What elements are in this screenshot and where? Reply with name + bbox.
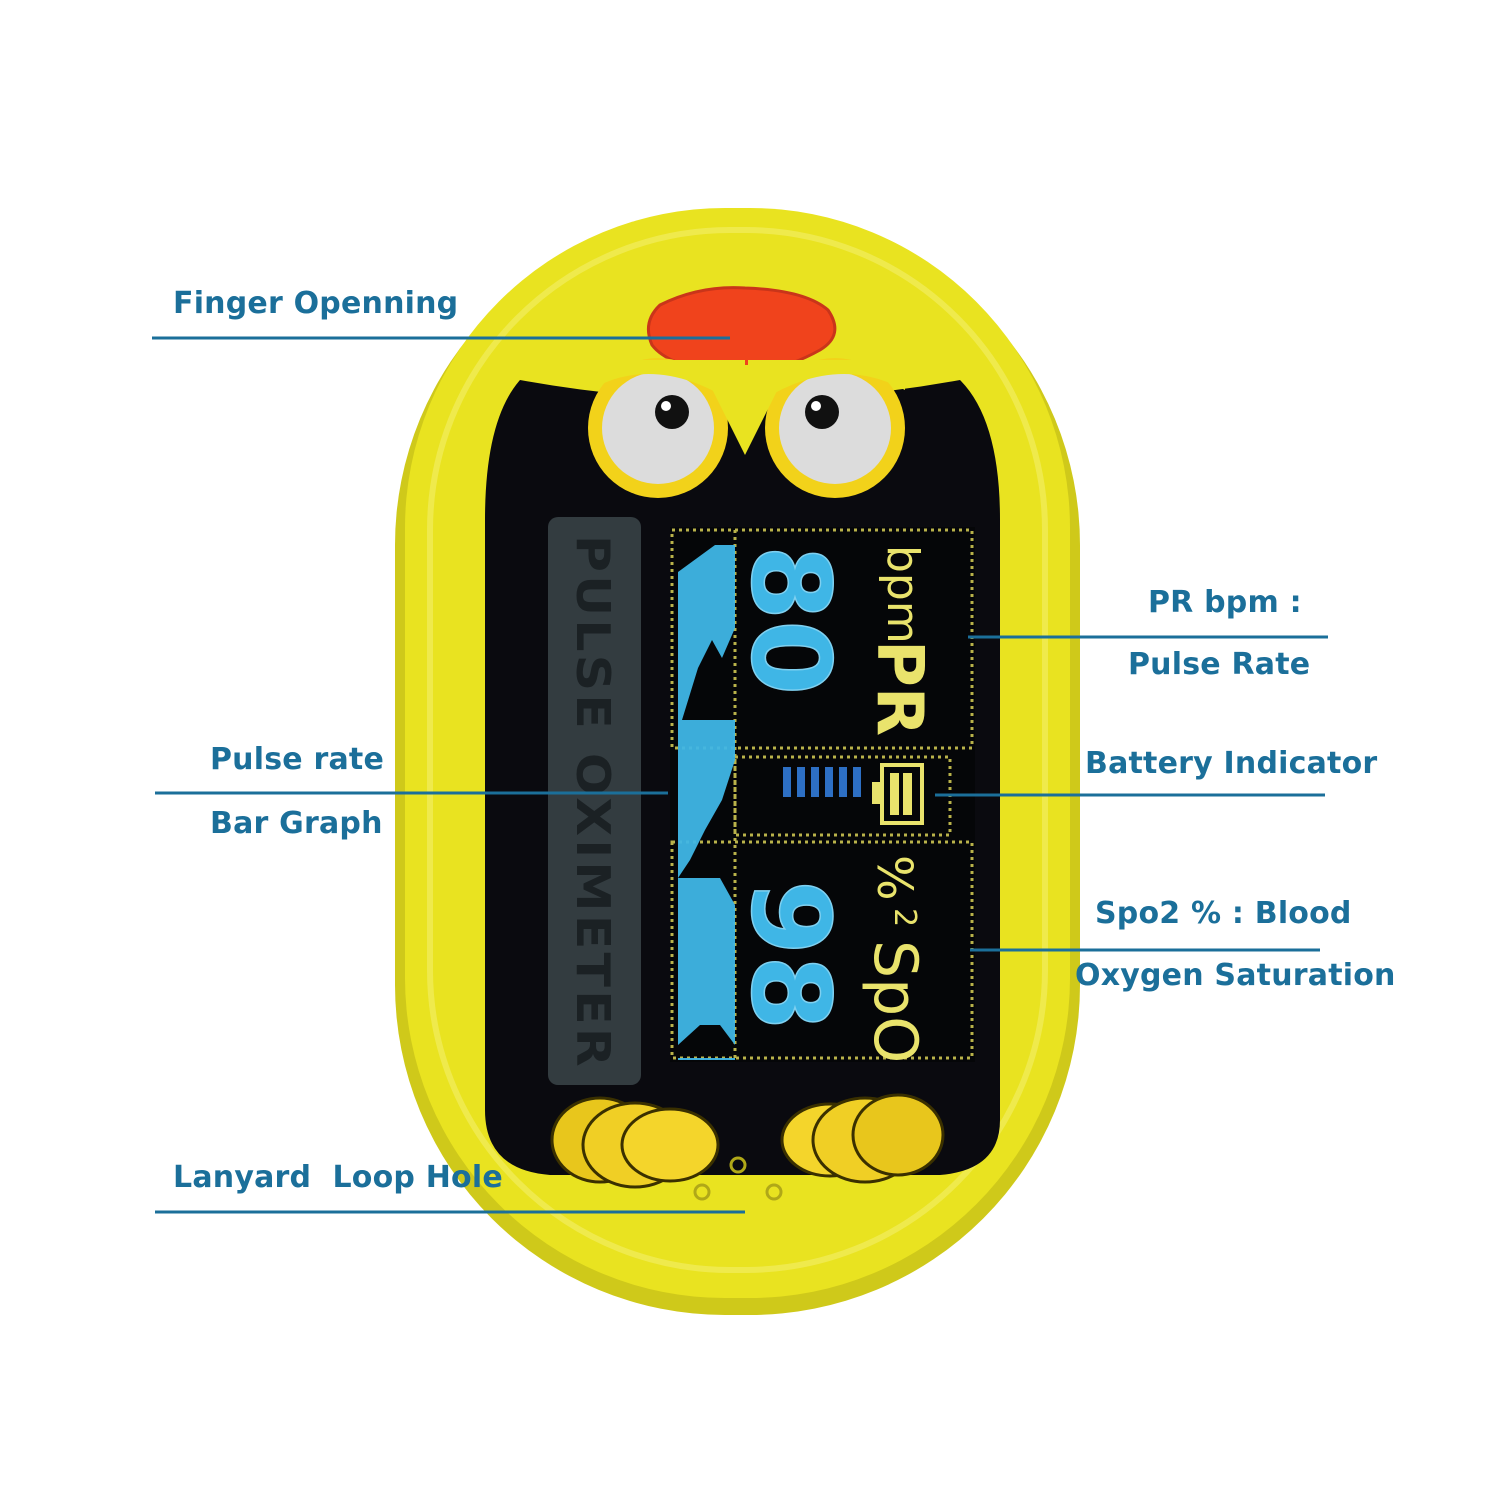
label-spo2-line2: Oxygen Saturation (1075, 958, 1396, 993)
label-pulse-bar-line2: Bar Graph (210, 806, 383, 841)
lanyard-loop-holes (693, 1156, 783, 1201)
lcd-pr-box (670, 528, 974, 750)
spo2-value: 98 (727, 880, 852, 1030)
side-label-text: PULSE OXIMETER (566, 535, 620, 1070)
label-battery: Battery Indicator (1085, 746, 1378, 781)
label-pr-bpm-line2: Pulse Rate (1128, 647, 1311, 682)
pr-value: 80 (727, 545, 852, 695)
battery-icon (872, 763, 924, 825)
lcd-display: 80 PR bpm 98 % 2 SpO (670, 527, 975, 1063)
device-shell-highlight (427, 227, 1048, 1273)
pr-unit: bpm (877, 545, 928, 644)
label-finger-opening: Finger Openning (173, 286, 459, 321)
oximeter-device: PULSE OXIMETER 80 PR bpm (395, 208, 1080, 1315)
pulse-bar-graph (783, 767, 861, 797)
right-eye (748, 358, 905, 498)
label-lanyard: Lanyard Loop Hole (173, 1160, 503, 1195)
left-foot (550, 1096, 720, 1189)
spo2-label: SpO (860, 940, 930, 1063)
side-label-strip (548, 517, 641, 1085)
label-pulse-bar-line1: Pulse rate (210, 742, 385, 777)
finger-opening-beak (646, 286, 837, 375)
right-foot (780, 1093, 945, 1184)
callout-lines (152, 336, 1328, 1214)
spo2-unit: % (866, 855, 922, 901)
label-spo2-line1: Spo2 % : Blood (1095, 896, 1352, 931)
pleth-waveform (678, 545, 735, 1060)
brow (700, 365, 790, 455)
spo2-sub: 2 (887, 908, 922, 927)
pr-label: PR (862, 640, 936, 736)
label-pr-bpm-line1: PR bpm : (1148, 585, 1302, 620)
